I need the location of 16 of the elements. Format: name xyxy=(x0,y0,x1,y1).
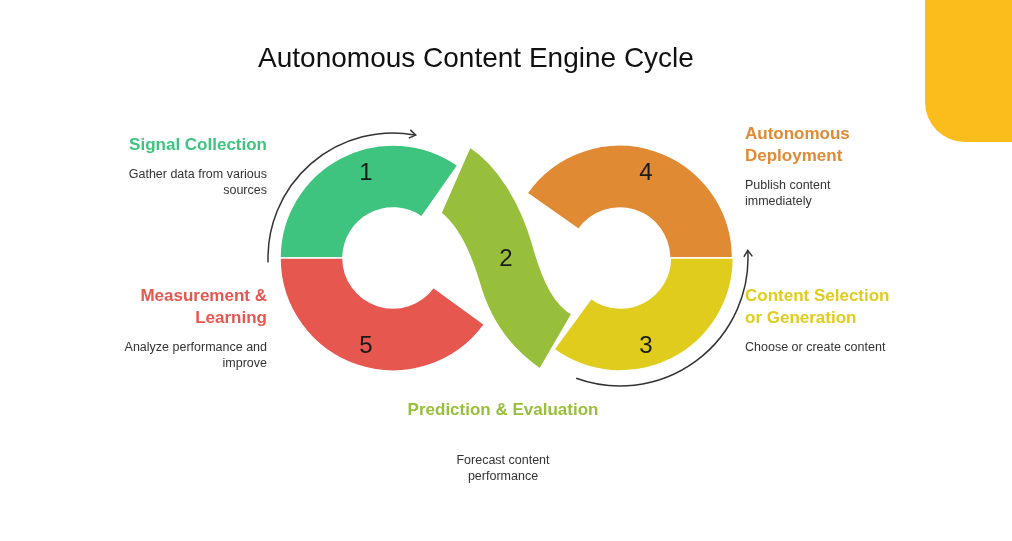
step-number: 3 xyxy=(639,331,653,359)
step-description: Analyze performance and improve xyxy=(123,339,267,371)
step-number: 5 xyxy=(359,331,373,359)
step-heading: Measurement & Learning xyxy=(139,285,267,329)
diagram-title: Autonomous Content Engine Cycle xyxy=(257,42,695,74)
step-description: Choose or create content xyxy=(745,339,887,355)
step-description: Publish content immediately xyxy=(745,177,832,209)
step-heading: Prediction & Evaluation xyxy=(406,399,600,421)
step-number: 2 xyxy=(499,244,513,272)
step-heading: Signal Collection xyxy=(128,134,267,156)
step-number: 1 xyxy=(359,158,373,186)
step-heading: Content Selection or Generation xyxy=(745,285,891,329)
step-number: 4 xyxy=(639,158,653,186)
step-description: Forecast content performance xyxy=(455,452,551,484)
step-description: Gather data from various sources xyxy=(127,166,267,198)
step-heading: Autonomous Deployment xyxy=(745,123,851,167)
